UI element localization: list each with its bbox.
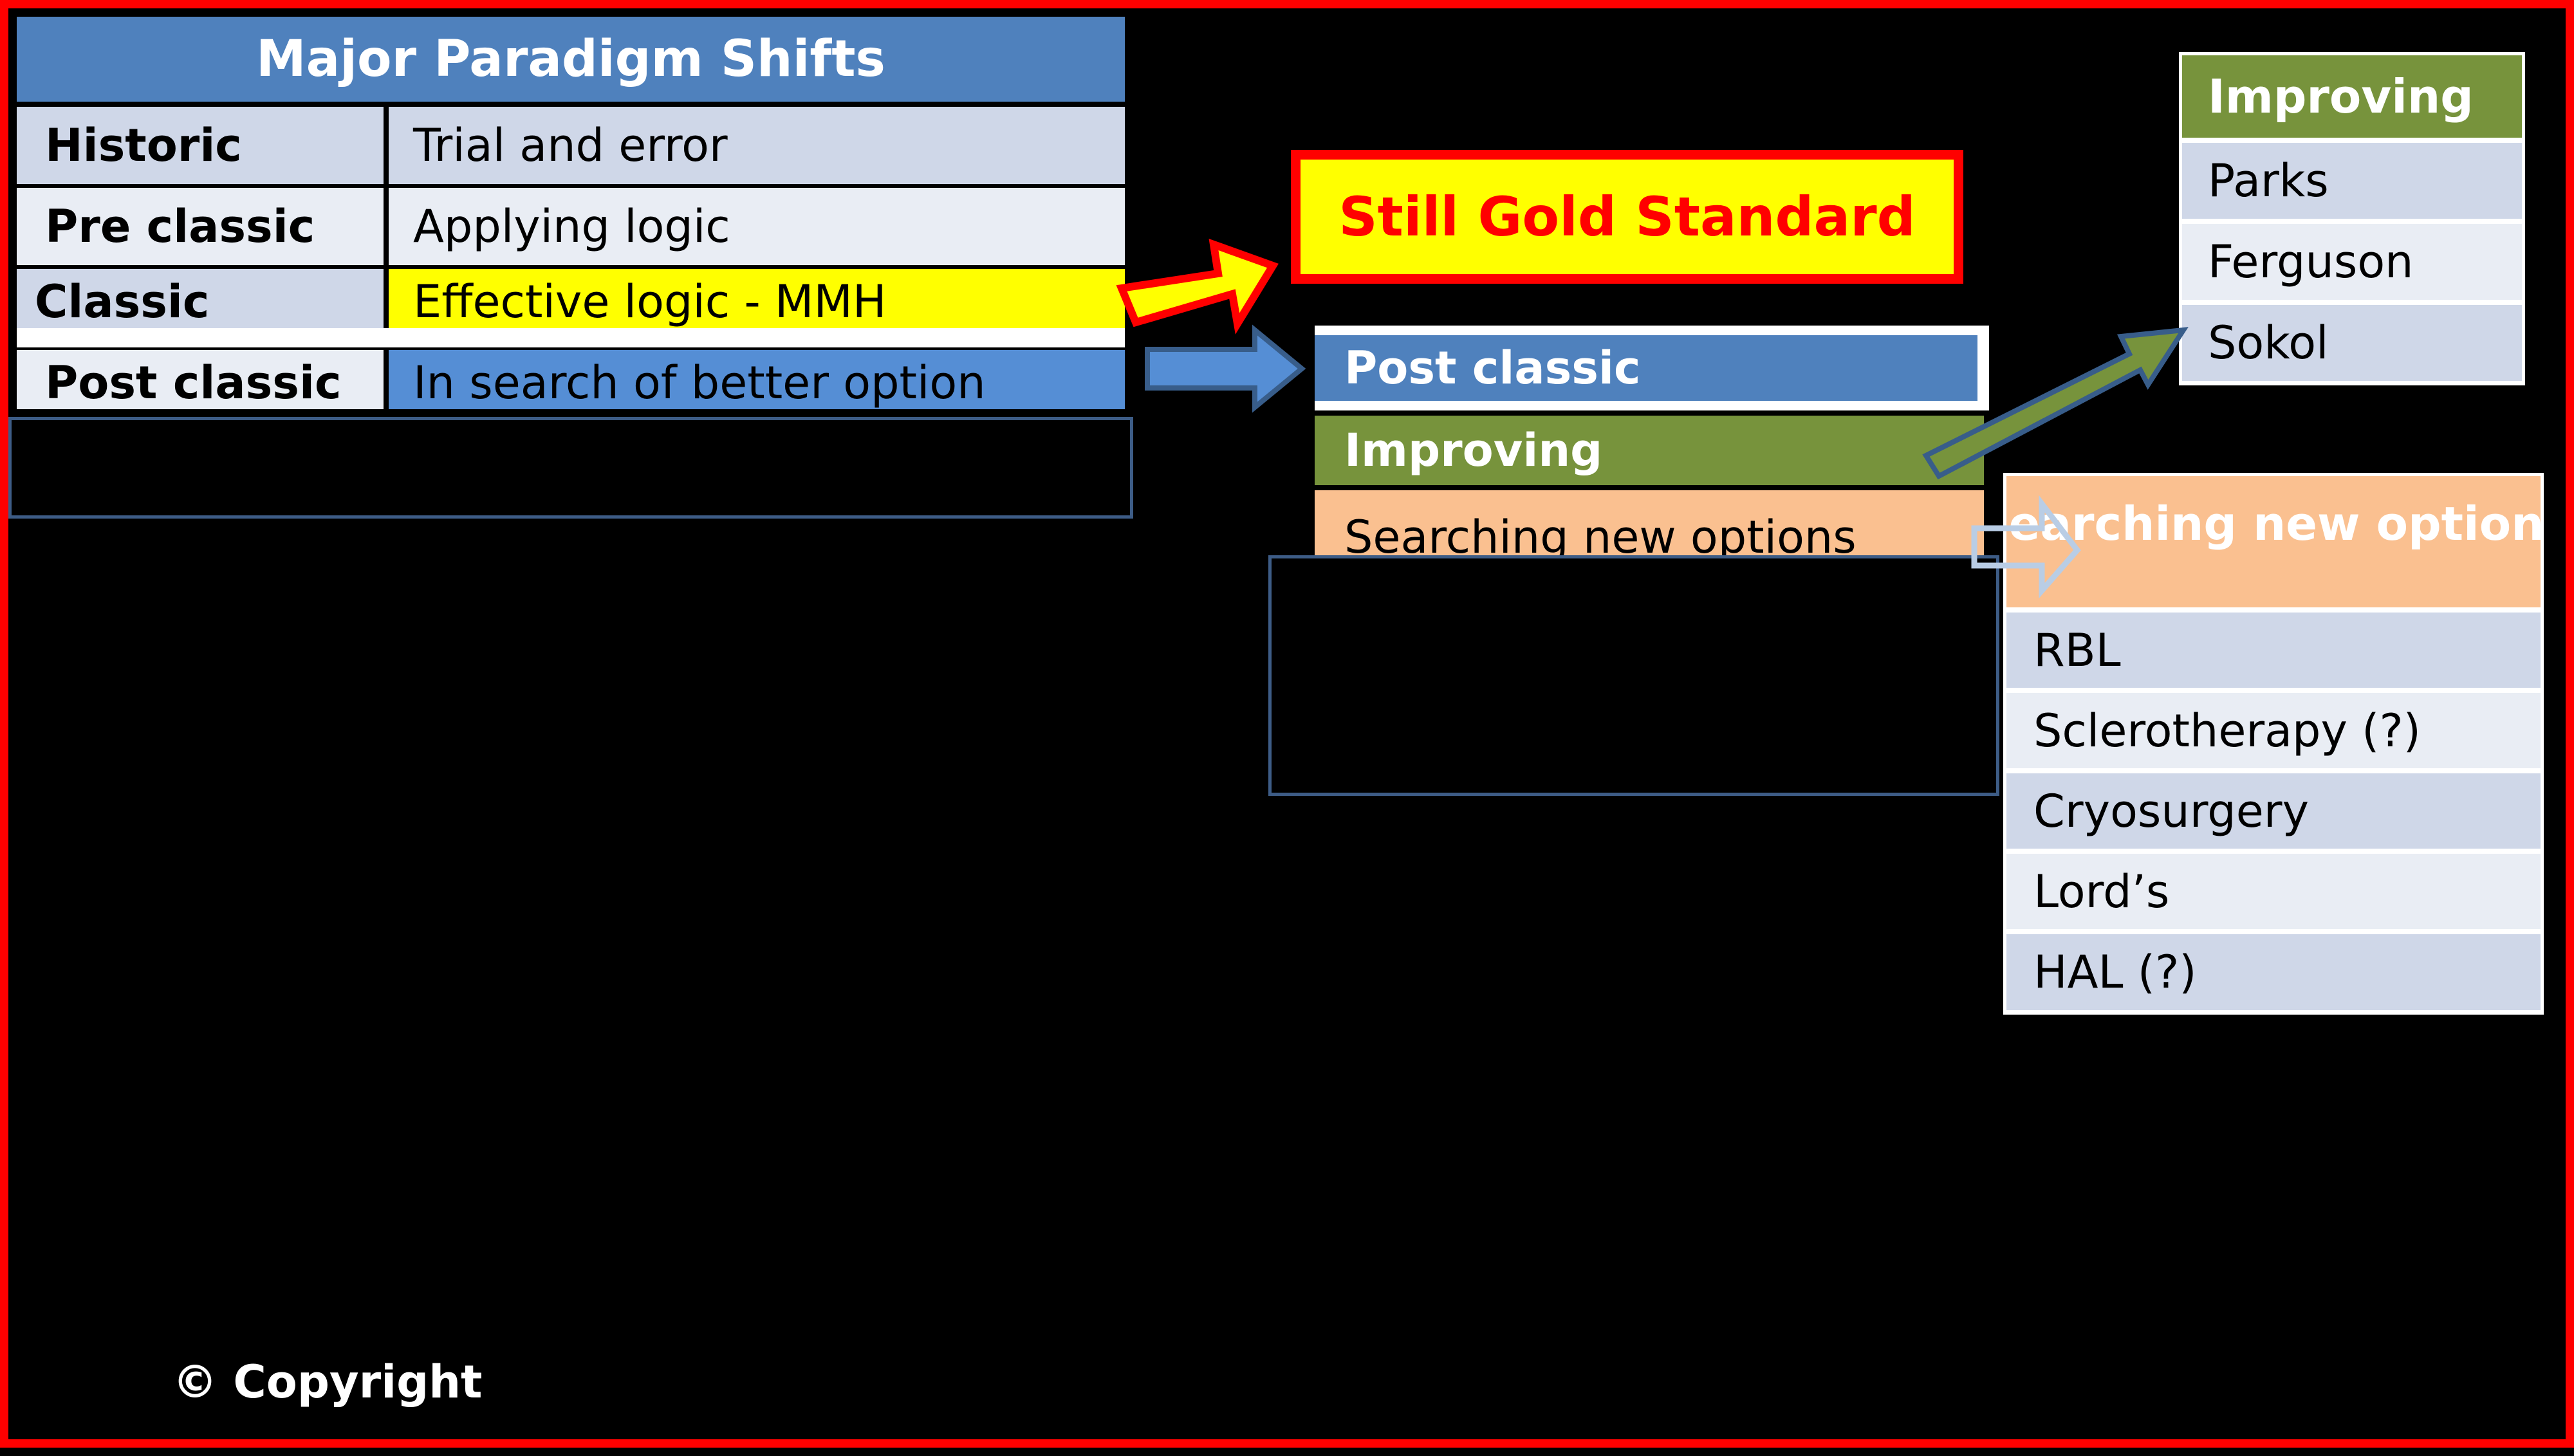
improving-table-title: Improving (2182, 55, 2522, 138)
row-value-historic: Trial and error (389, 107, 1125, 184)
paradigm-table: Major Paradigm Shifts Historic Trial and… (17, 17, 1125, 409)
searching-item-sclerotherapy: Sclerotherapy (?) (2006, 693, 2541, 768)
searching-item-rbl: RBL (2006, 613, 2541, 688)
paradigm-table-title: Major Paradigm Shifts (17, 17, 1125, 102)
improving-table: Improving Parks Ferguson Sokol (2179, 52, 2525, 385)
yellow-arrow-icon (1116, 238, 1279, 335)
post-classic-row-title: Post classic (1315, 335, 1977, 401)
arrows-layer (1116, 238, 2189, 598)
copyright-text: © Copyright (172, 1356, 483, 1408)
blue-arrow-icon (1145, 324, 1306, 413)
row-label-classic: Classic (17, 269, 384, 328)
row-value-classic: Effective logic - MMH (389, 269, 1125, 328)
row-value-pre-classic: Applying logic (389, 188, 1125, 265)
green-arrow-icon (1922, 327, 2189, 480)
searching-table-title: Searching new options (2006, 476, 2541, 607)
post-classic-row-improving: Improving (1315, 416, 1984, 485)
post-classic-row-searching: Searching new options (1315, 490, 1984, 564)
searching-item-hal: HAL (?) (2006, 934, 2541, 1010)
searching-item-cryosurgery: Cryosurgery (2006, 773, 2541, 849)
improving-item-sokol: Sokol (2182, 305, 2522, 381)
row-label-historic: Historic (17, 107, 384, 184)
row-value-post-classic: In search of better option (389, 350, 1125, 409)
searching-item-lords: Lord’s (2006, 854, 2541, 929)
searching-table: Searching new options RBL Sclerotherapy … (2003, 473, 2544, 1015)
empty-outline-box-2 (1268, 555, 1999, 796)
row-divider (17, 328, 1125, 347)
outline-arrow-icon (1971, 495, 2081, 598)
improving-item-parks: Parks (2182, 143, 2522, 219)
row-label-post-classic: Post classic (17, 350, 384, 409)
gold-standard-box: Still Gold Standard (1291, 150, 1963, 284)
row-label-pre-classic: Pre classic (17, 188, 384, 265)
empty-outline-box (8, 417, 1133, 519)
improving-item-ferguson: Ferguson (2182, 224, 2522, 300)
post-classic-table: Post classic Improving Searching new opt… (1315, 326, 1989, 564)
